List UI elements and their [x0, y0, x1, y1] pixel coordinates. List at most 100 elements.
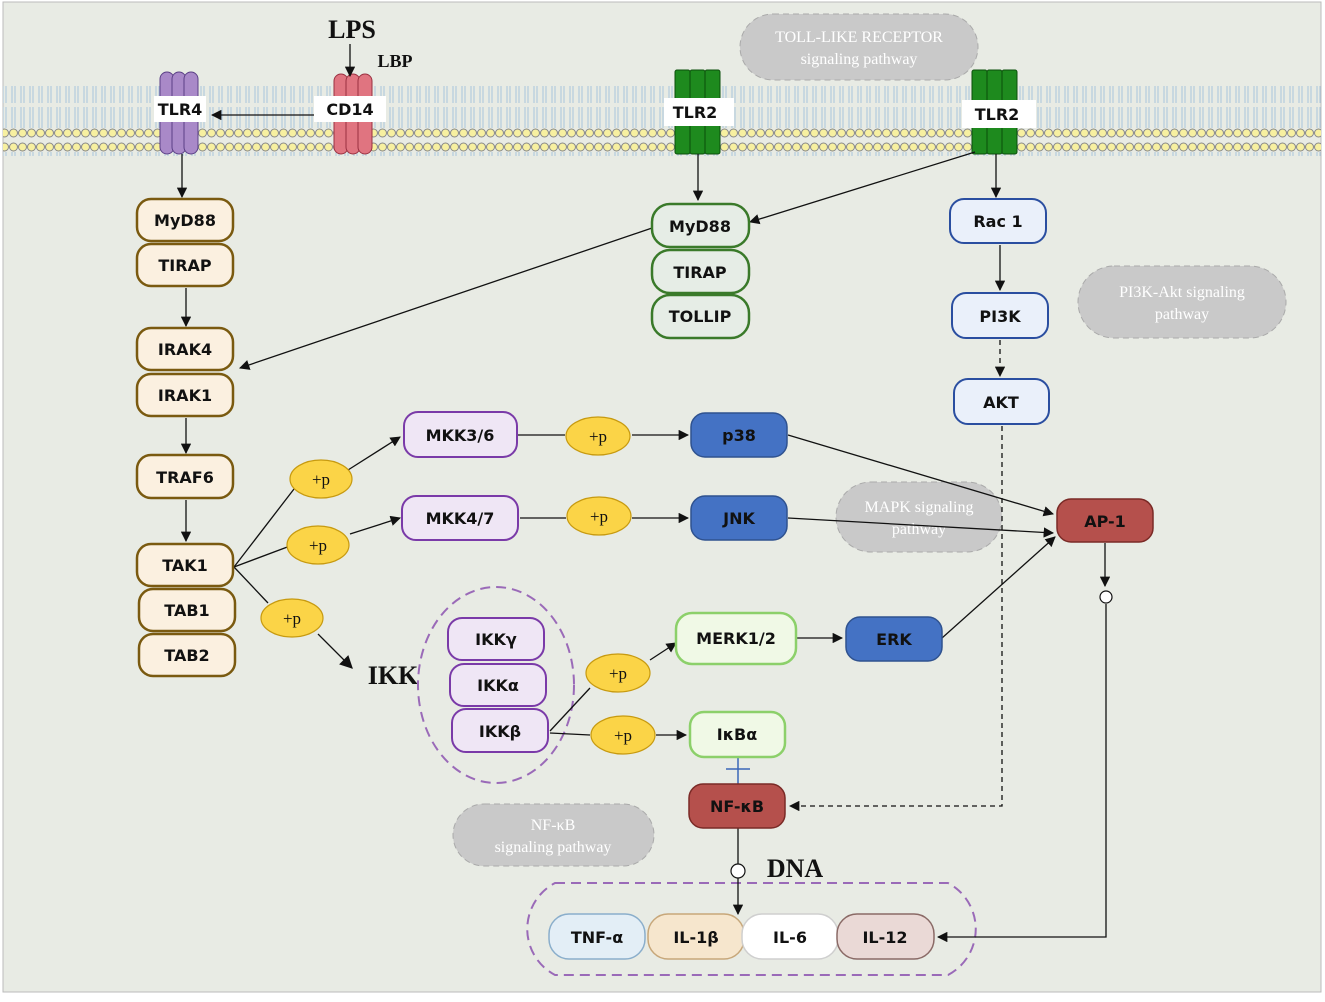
mkk47-node: MKK4/7	[401, 495, 519, 541]
edge-p3-ikk	[317, 633, 353, 669]
phospho-oval-4: +p	[565, 416, 631, 456]
ikkg-label: IKKγ	[475, 630, 517, 649]
pi3k-pathway-line1: PI3K-Akt signaling	[1119, 284, 1245, 301]
tab1-label: TAB1	[164, 601, 209, 620]
irak1-node: IRAK1	[135, 372, 235, 418]
irak4-node: IRAK4	[135, 326, 235, 372]
il1b-node: IL-1β	[647, 913, 745, 960]
il1b-label: IL-1β	[673, 928, 718, 947]
ikkb-node: IKKβ	[451, 708, 549, 753]
pi3k-pathway-label: PI3K-Akt signaling pathway	[1077, 265, 1287, 339]
edge-p-merk	[649, 642, 677, 661]
nfkb-label: NF-κB	[710, 797, 764, 816]
ap1-transcription-circle	[1099, 590, 1113, 604]
lps-label: LPS	[328, 15, 376, 44]
mapk-pathway-line2: pathway	[892, 521, 946, 538]
il6-node: IL-6	[741, 913, 839, 960]
erk-node: ERK	[845, 616, 943, 662]
ikka-label: IKKα	[477, 676, 519, 695]
tlr2-b-label: TLR2	[975, 105, 1020, 124]
nfkb-pathway-line2: signaling pathway	[495, 839, 612, 856]
nfkb-pathway-label: NF-κB signaling pathway	[452, 803, 655, 867]
edge-p1-mkk36	[347, 436, 401, 471]
tollip-node: TOLLIP	[650, 293, 751, 340]
tlr2-receptor-b: TLR2	[962, 69, 1036, 155]
il6-label: IL-6	[773, 928, 807, 947]
traf6-label: TRAF6	[156, 468, 214, 487]
phospho-oval-3: +p	[260, 598, 324, 638]
mapk-pathway-line1: MAPK signaling	[865, 499, 974, 516]
nfkb-node: NF-κB	[688, 783, 786, 829]
rac1-label: Rac 1	[973, 212, 1022, 231]
inhibition-ikba-nfkb	[726, 758, 750, 784]
ikkg-node: IKKγ	[447, 617, 545, 661]
tirap-left-node: TIRAP	[135, 242, 235, 288]
mkk47-label: MKK4/7	[426, 509, 495, 528]
lbp-label: LBP	[377, 51, 412, 71]
edge-tak1-p2	[233, 545, 291, 568]
edge-tak1-p3	[233, 566, 269, 604]
edge-akt-nfkb	[788, 426, 1003, 812]
cell-membrane	[3, 86, 1321, 156]
nfkb-pathway-line1: NF-κB	[531, 817, 576, 834]
tlr-pathway-line2: signaling pathway	[801, 51, 918, 68]
myd88-mid-node: MyD88	[650, 202, 751, 249]
phospho-oval-6: +p	[585, 653, 651, 693]
myd88-mid-label: MyD88	[669, 217, 731, 236]
merk12-node: MERK1/2	[674, 611, 798, 666]
tak1-label: TAK1	[162, 556, 208, 575]
phospho-label-7: +p	[614, 726, 632, 745]
phospho-label-2: +p	[309, 536, 327, 555]
phospho-label-6: +p	[609, 664, 627, 683]
tlr-pathway-label: TOLL-LIKE RECEPTOR signaling pathway	[739, 13, 979, 81]
edge-p38-ap1	[787, 434, 1054, 517]
tab2-node: TAB2	[137, 632, 237, 678]
tlr4-label: TLR4	[158, 100, 203, 119]
edge-ikkb-p-up	[549, 687, 591, 732]
myd88-left-label: MyD88	[154, 211, 216, 230]
tirap-mid-label: TIRAP	[673, 263, 727, 282]
ap1-node: AP-1	[1056, 498, 1154, 543]
p38-label: p38	[722, 426, 756, 445]
edge-ikkb-p-right	[549, 732, 591, 736]
rac1-node: Rac 1	[949, 198, 1047, 244]
ap1-label: AP-1	[1084, 512, 1126, 531]
tlr-pathway-line1: TOLL-LIKE RECEPTOR	[775, 29, 943, 46]
tirap-left-label: TIRAP	[158, 256, 212, 275]
edge-tlr2b-myd88	[749, 151, 976, 225]
traf6-node: TRAF6	[135, 453, 235, 500]
tnfa-label: TNF-α	[571, 928, 623, 947]
jnk-node: JNK	[690, 495, 788, 541]
ikka-node: IKKα	[449, 663, 547, 707]
pi3k-node: PI3K	[951, 292, 1049, 339]
phospho-label-4: +p	[589, 427, 607, 446]
tnfa-node: TNF-α	[548, 913, 646, 960]
ikk-label: IKK	[368, 661, 419, 690]
tlr4-receptor: TLR4	[154, 71, 206, 155]
edges	[176, 44, 1111, 943]
edge-p2-mkk47	[349, 515, 401, 535]
phospho-label-1: +p	[312, 470, 330, 489]
edge-erk-ap1	[941, 536, 1056, 639]
pi3k-label: PI3K	[979, 307, 1021, 326]
irak1-label: IRAK1	[158, 386, 212, 405]
cd14-receptor: CD14	[314, 73, 386, 155]
phospho-oval-2: +p	[286, 525, 350, 565]
akt-node: AKT	[953, 378, 1050, 425]
pi3k-pathway-line2: pathway	[1155, 306, 1209, 323]
irak4-label: IRAK4	[158, 340, 212, 359]
nfkb-transcription-circle	[730, 863, 746, 879]
edge-myd88-irak4	[239, 226, 656, 370]
erk-label: ERK	[876, 630, 912, 649]
merk12-label: MERK1/2	[696, 629, 776, 648]
akt-label: AKT	[983, 393, 1019, 412]
myd88-left-node: MyD88	[135, 197, 235, 243]
p38-node: p38	[690, 412, 788, 458]
edge-jnk-ap1	[787, 517, 1055, 538]
phospho-label-3: +p	[283, 609, 301, 628]
tirap-mid-node: TIRAP	[650, 248, 751, 295]
jnk-label: JNK	[722, 509, 755, 528]
ikba-node: IκBα	[688, 710, 787, 759]
edge-ap1-il12	[936, 604, 1107, 943]
